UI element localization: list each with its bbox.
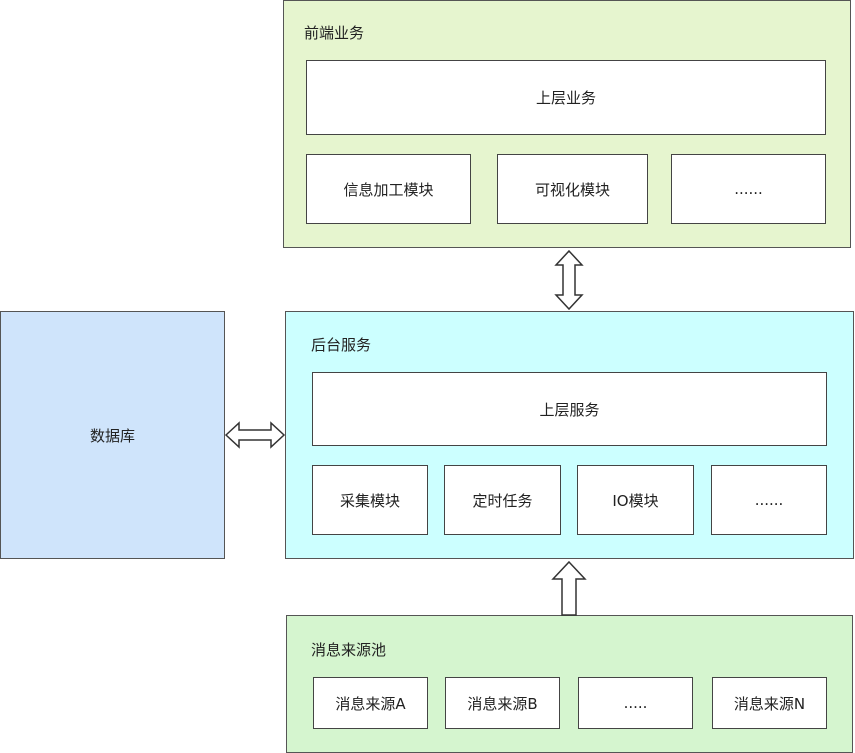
frontend-module-box: 可视化模块 [497, 154, 648, 224]
frontend-title: 前端业务 [304, 24, 365, 42]
message-source-box: ..... [578, 677, 693, 729]
message-source-box: 消息来源B [445, 677, 560, 729]
backend-group: 后台服务 上层服务 采集模块 定时任务 IO模块 ...... [285, 311, 854, 559]
backend-module-box: 采集模块 [312, 465, 428, 535]
backend-module-box: ...... [711, 465, 827, 535]
double-arrow-database-backend [224, 421, 286, 449]
frontend-module-box: ...... [671, 154, 826, 224]
backend-title: 后台服务 [311, 336, 372, 354]
message-source-box: 消息来源A [313, 677, 428, 729]
message-source-box: 消息来源N [712, 677, 827, 729]
frontend-module-box: 信息加工模块 [306, 154, 471, 224]
message-source-pool-group: 消息来源池 消息来源A 消息来源B ..... 消息来源N [286, 615, 853, 753]
backend-module-box: IO模块 [577, 465, 694, 535]
database-label: 数据库 [89, 426, 135, 445]
frontend-group: 前端业务 上层业务 信息加工模块 可视化模块 ...... [283, 0, 851, 248]
backend-module-box: 定时任务 [444, 465, 561, 535]
backend-upper-box: 上层服务 [312, 372, 827, 446]
up-arrow-sources-backend [551, 560, 587, 616]
double-arrow-frontend-backend [554, 249, 584, 311]
sources-title: 消息来源池 [311, 641, 387, 659]
frontend-upper-box: 上层业务 [306, 60, 826, 135]
database-box: 数据库 [0, 311, 225, 559]
